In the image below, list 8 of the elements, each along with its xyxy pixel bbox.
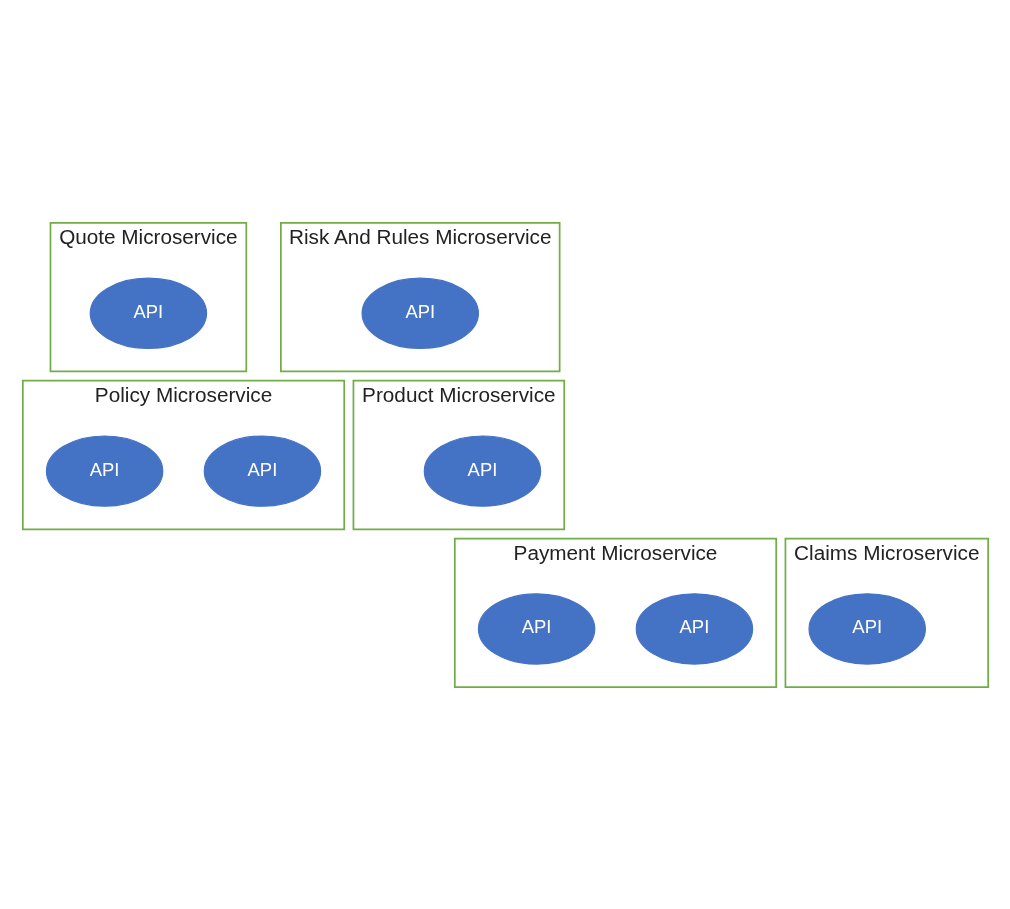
node-ellipse: API xyxy=(203,434,321,507)
node-ellipse: API xyxy=(635,592,753,665)
node-ellipse: API xyxy=(477,592,595,665)
node-ellipse: API xyxy=(361,277,479,349)
node-ellipse: API xyxy=(89,277,207,349)
node-ellipse: API xyxy=(807,592,926,665)
node-ellipse: API xyxy=(423,434,541,507)
node-ellipse: API xyxy=(45,434,163,507)
